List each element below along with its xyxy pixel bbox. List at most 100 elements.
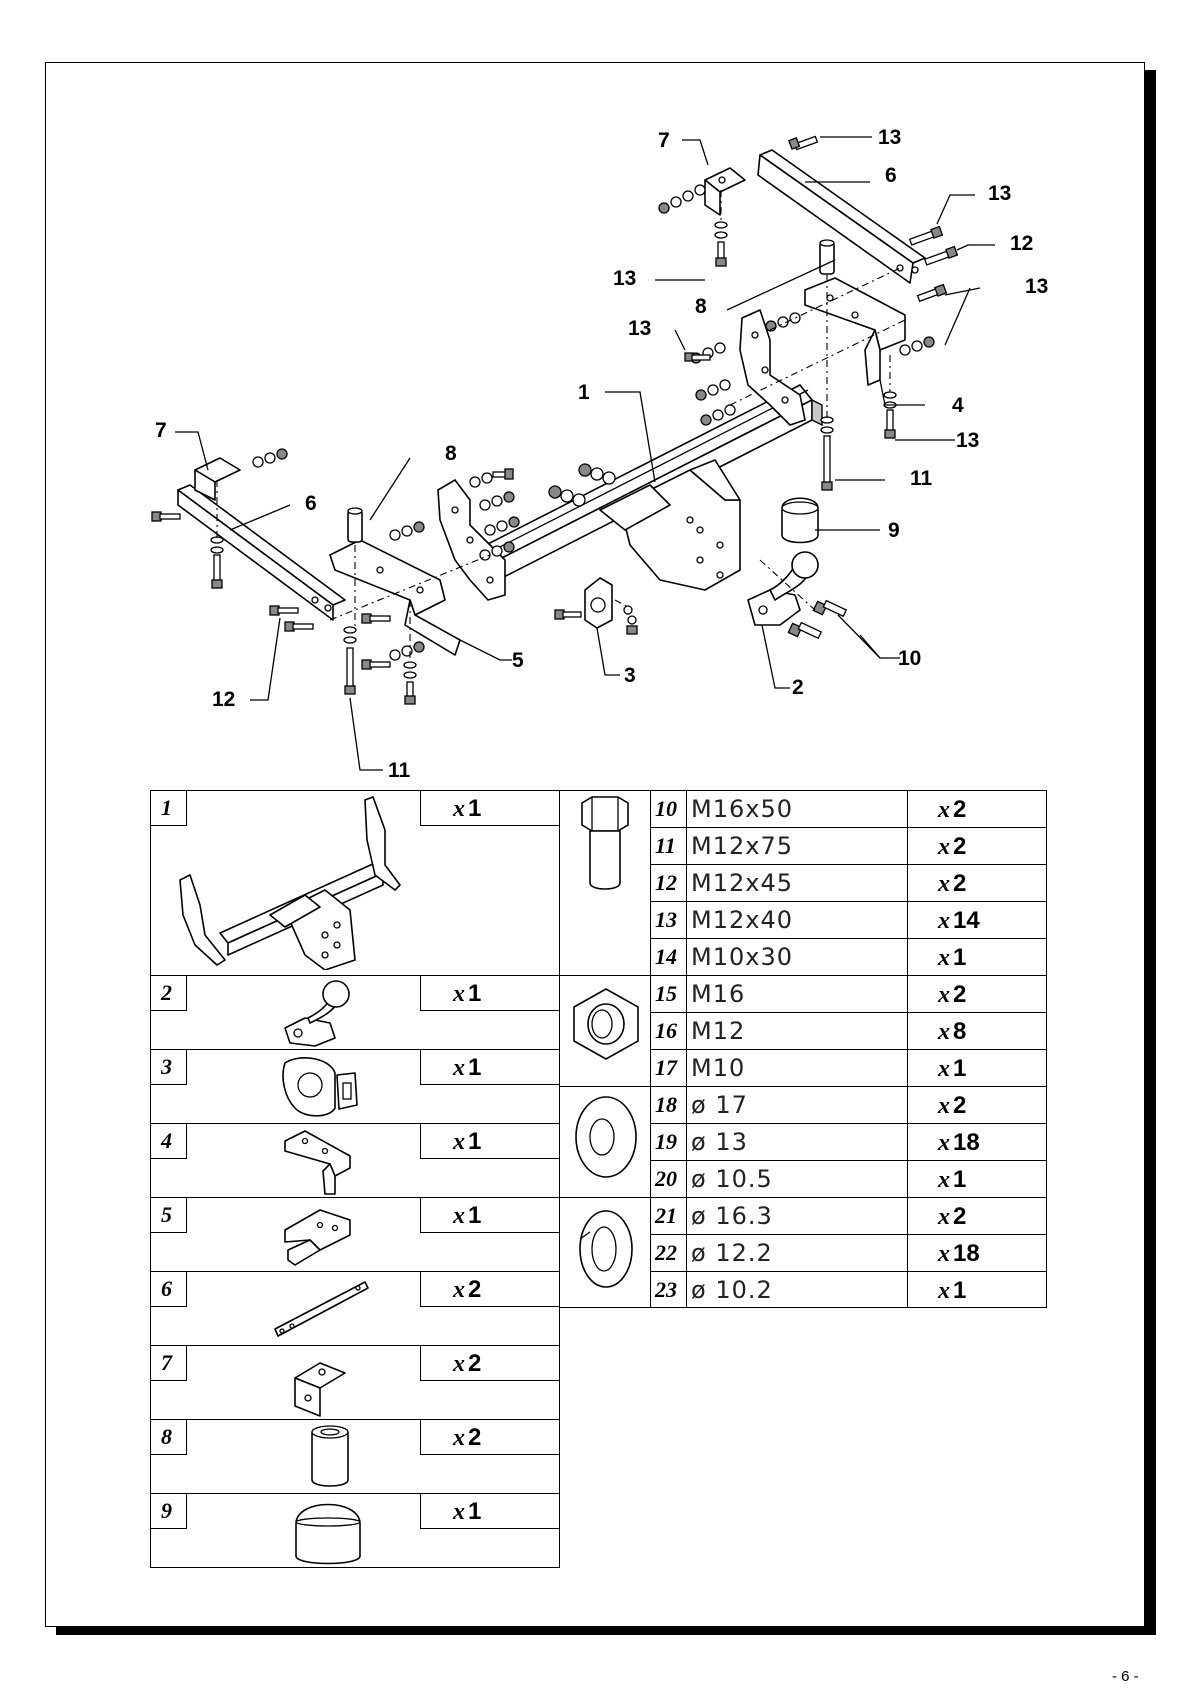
angle-bracket-7-thumbnail: [294, 1362, 346, 1417]
hardware-spec: M12x40: [691, 906, 793, 934]
callout-9: 9: [888, 519, 900, 542]
hardware-number: 22: [655, 1240, 677, 1265]
part-number-cell: 2: [150, 975, 187, 1011]
hardware-number: 13: [655, 907, 677, 932]
tow-bar-crossbar: [437, 309, 823, 601]
callout-13-mid: 13: [628, 317, 651, 340]
hw-number-cell: 21: [650, 1197, 687, 1235]
hw-spec-cell: M12x40: [686, 901, 908, 939]
hw-number-cell: 15: [650, 975, 687, 1013]
part-number-cell: 1: [150, 790, 187, 826]
callout-7-top: 7: [658, 129, 670, 152]
hw-spec-cell: ø 17: [686, 1086, 908, 1124]
crossbar-thumbnail: [179, 796, 401, 970]
bracket-5-thumbnail: [284, 1209, 351, 1266]
spring-washer-icon: [579, 1210, 633, 1288]
hardware-number: 11: [655, 833, 676, 858]
hardware-spec: M16: [691, 980, 746, 1008]
hw-spec-cell: ø 12.2: [686, 1234, 908, 1272]
callout-3: 3: [624, 664, 636, 687]
hw-number-cell: 10: [650, 790, 687, 828]
callout-labels: 7 13 6 13 12 13 8 13 13 1 4 13 7 8 6 11 …: [155, 126, 1048, 782]
hw-number-cell: 16: [650, 1012, 687, 1050]
bolt-icon: [581, 796, 629, 890]
hardware-number: 19: [655, 1129, 677, 1154]
part-number-cell: 6: [150, 1271, 187, 1307]
spacer-8-thumbnail: [311, 1425, 349, 1487]
hardware-number: 10: [655, 796, 677, 821]
hw-spec-cell: M10: [686, 1049, 908, 1087]
hw-number-cell: 19: [650, 1123, 687, 1161]
assembly-lines: [216, 190, 906, 662]
socket-plate-thumbnail: [282, 1057, 358, 1117]
part-number: 9: [161, 1498, 172, 1523]
part-number: 7: [161, 1350, 172, 1375]
part-number-cell: 7: [150, 1345, 187, 1381]
hw-spec-cell: ø 13: [686, 1123, 908, 1161]
callout-13-right-lower: 13: [1025, 275, 1048, 298]
fastener-hardware: [151, 135, 959, 705]
part-number-cell: 4: [150, 1123, 187, 1159]
part-number: 1: [161, 795, 172, 820]
hw-number-cell: 13: [650, 901, 687, 939]
hardware-spec: M10x30: [691, 943, 793, 971]
towball-assembly: [584, 497, 819, 629]
hw-number-cell: 22: [650, 1234, 687, 1272]
hardware-spec: M16x50: [691, 795, 793, 823]
part-number-cell: 5: [150, 1197, 187, 1233]
leader-lines: [175, 136, 995, 771]
hardware-number: 18: [655, 1092, 677, 1117]
hardware-spec: ø 10.2: [691, 1276, 773, 1304]
hw-number-cell: 18: [650, 1086, 687, 1124]
hardware-number: 20: [655, 1166, 677, 1191]
hardware-spec: ø 17: [691, 1091, 748, 1119]
hardware-number: 17: [655, 1055, 677, 1080]
hw-spec-cell: M10x30: [686, 938, 908, 976]
left-side-brackets: [177, 457, 461, 656]
hw-spec-cell: ø 10.5: [686, 1160, 908, 1198]
nut-icon: [573, 988, 639, 1060]
hw-number-cell: 20: [650, 1160, 687, 1198]
hardware-number: 14: [655, 944, 677, 969]
callout-8-top: 8: [695, 295, 707, 318]
hardware-number: 12: [655, 870, 677, 895]
part-number: 5: [161, 1202, 172, 1227]
hardware-spec: ø 10.5: [691, 1165, 773, 1193]
part-number: 2: [161, 980, 172, 1005]
callout-13-top: 13: [878, 126, 901, 149]
hw-spec-cell: M16: [686, 975, 908, 1013]
washer-icon: [575, 1096, 637, 1178]
hw-spec-cell: M12: [686, 1012, 908, 1050]
hw-number-cell: 14: [650, 938, 687, 976]
right-side-brackets: [704, 149, 926, 386]
callout-12-left: 12: [212, 688, 235, 711]
callout-5: 5: [512, 649, 524, 672]
callout-7-left: 7: [155, 419, 167, 442]
part-number-cell: 9: [150, 1493, 187, 1529]
